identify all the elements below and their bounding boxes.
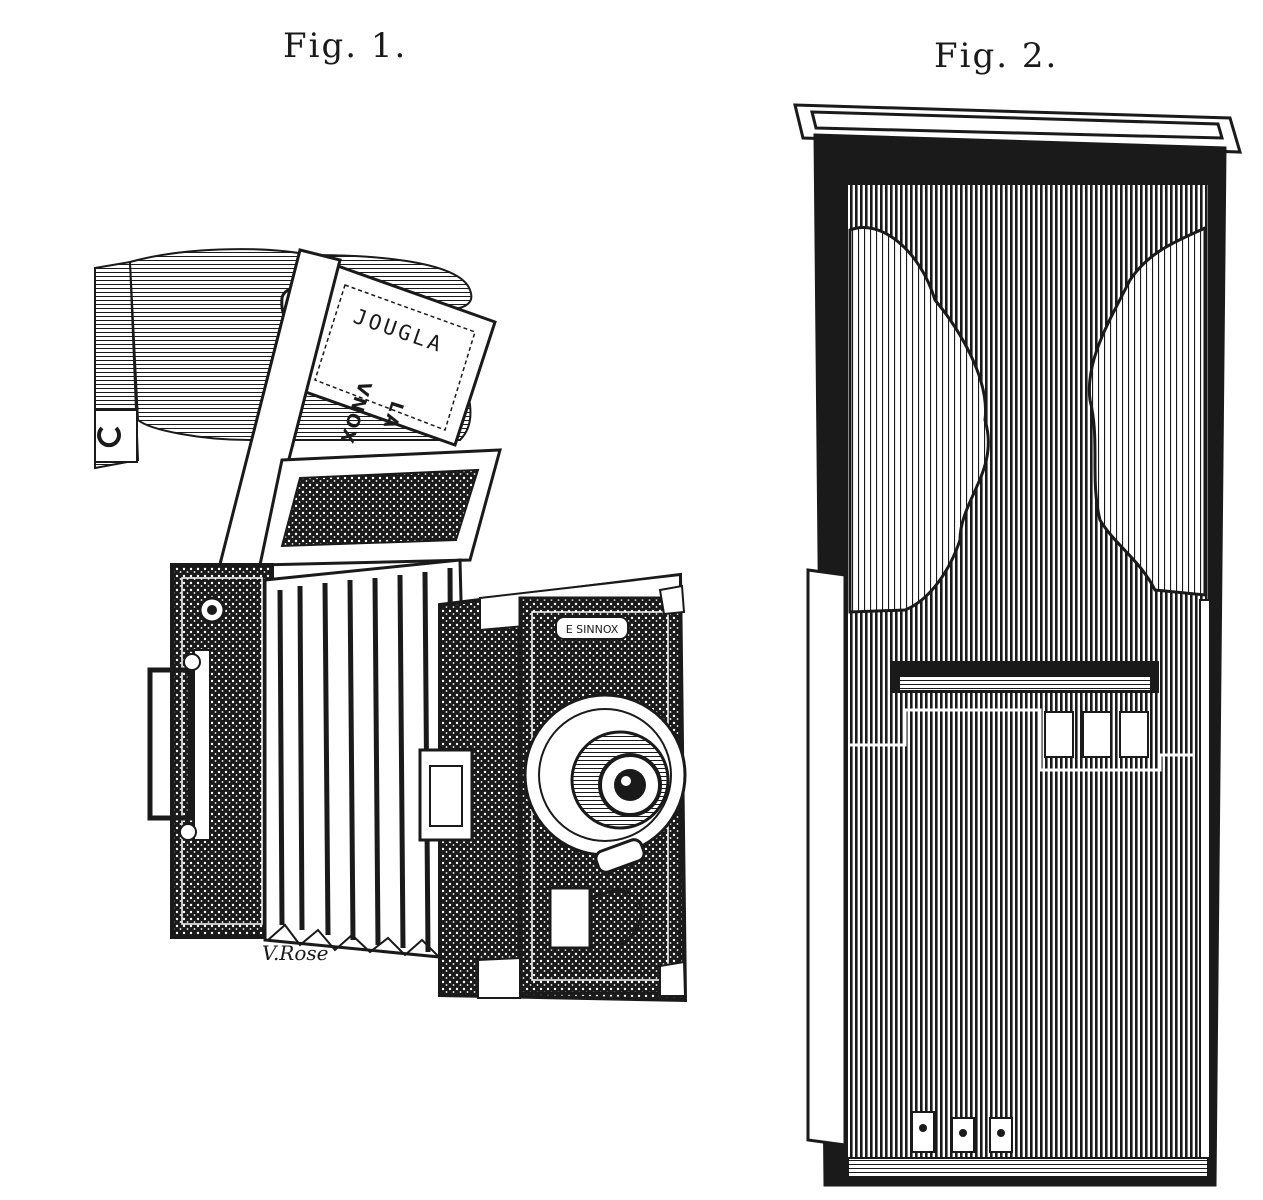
plate-holder xyxy=(216,248,502,582)
camera-front: E SINNOX xyxy=(418,572,688,1003)
figure-2-illustration xyxy=(793,103,1243,1187)
magazine-counter-buttons xyxy=(911,1111,1013,1153)
camera-bellows xyxy=(263,558,472,962)
figure-1-caption: Fig. 1. xyxy=(283,26,408,66)
lens-assembly xyxy=(523,693,687,950)
engraver-signature: V.Rose xyxy=(262,941,329,965)
camera-nameplate-text: E SINNOX xyxy=(566,623,619,636)
figure-1-illustration: JOUGLA VNOX LA xyxy=(94,248,688,1003)
camera-body xyxy=(147,563,274,939)
figure-2-caption: Fig. 2. xyxy=(934,36,1059,76)
plate-magazine-box xyxy=(806,133,1227,1187)
